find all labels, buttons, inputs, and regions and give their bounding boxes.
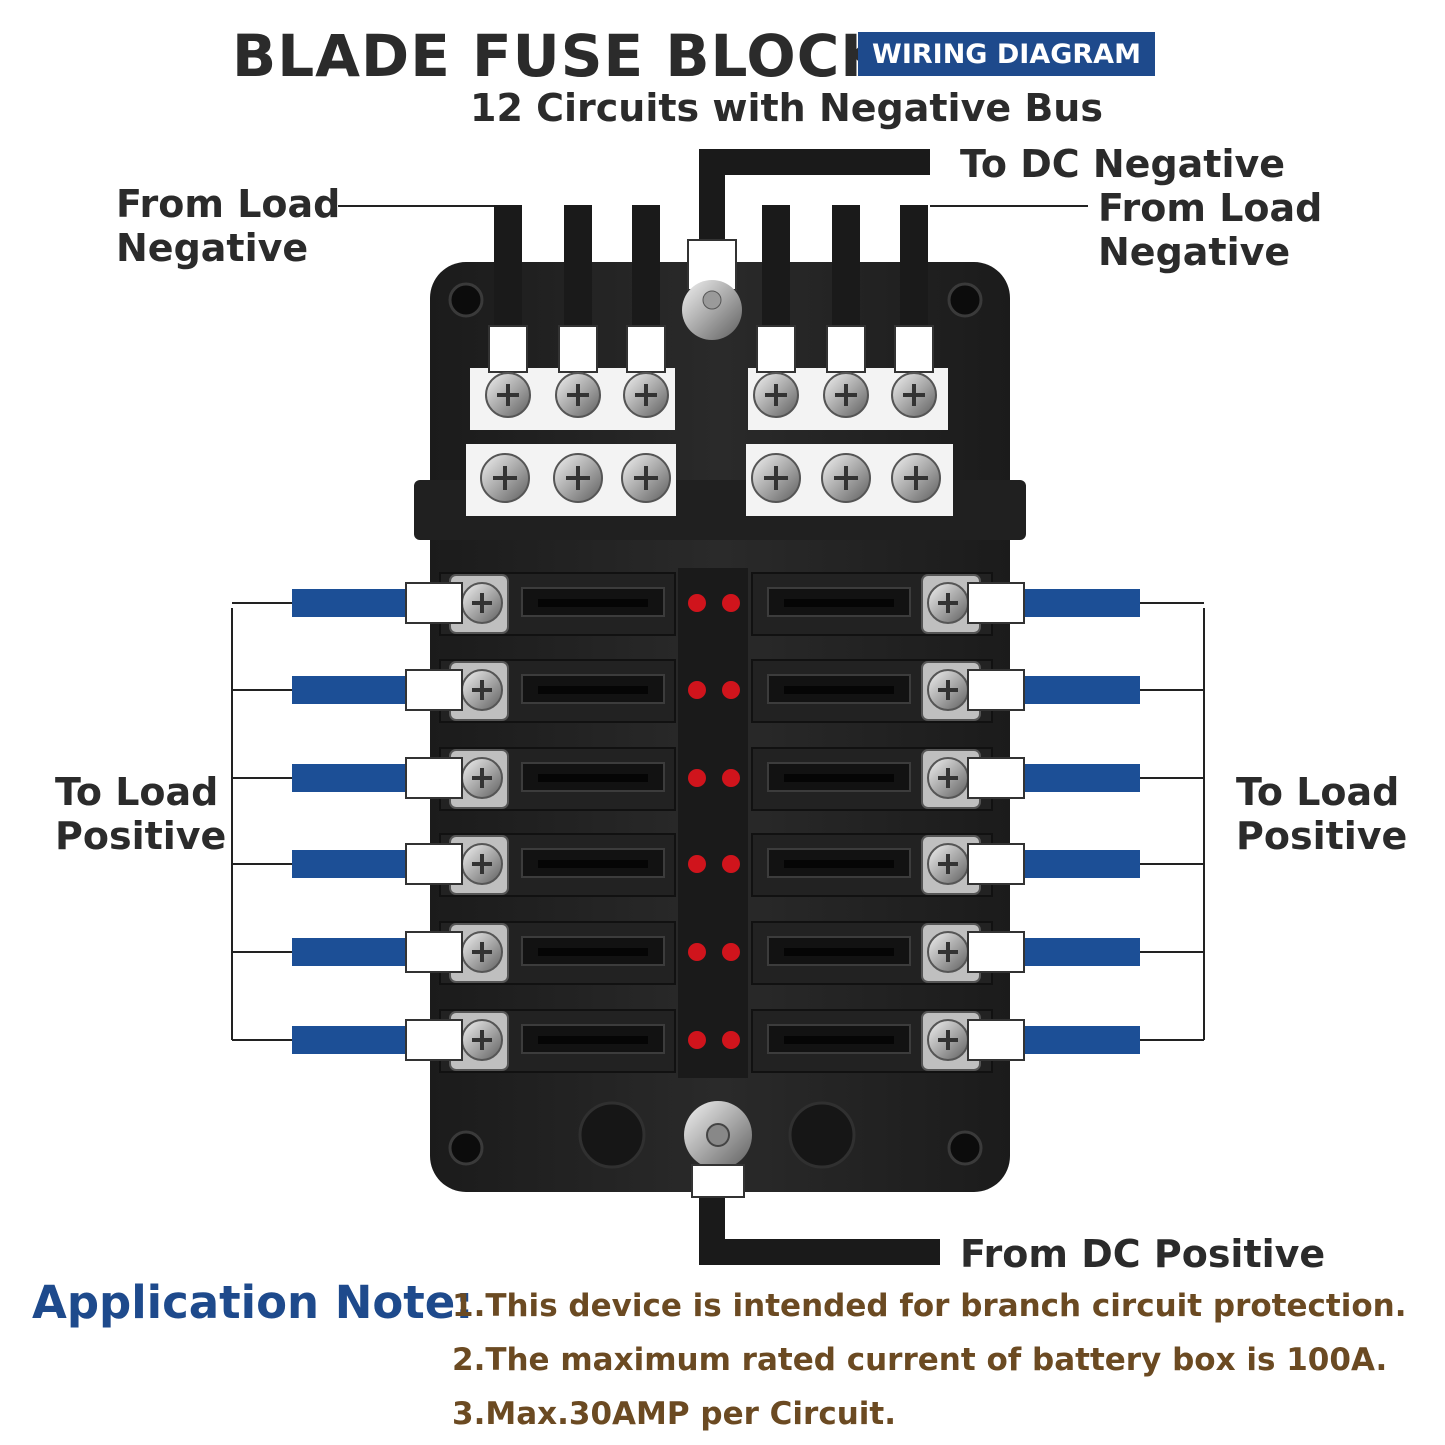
positive-wire [292, 589, 412, 617]
dc-positive-wire [699, 1190, 940, 1265]
positive-wire [1020, 676, 1140, 704]
positive-wire [1020, 764, 1140, 792]
fuse-slot-opening [784, 599, 894, 607]
fuse-slot-opening [538, 1036, 648, 1044]
indicator-led [722, 943, 740, 961]
negative-wire [564, 205, 592, 335]
wire-terminal [405, 669, 463, 711]
page-title: BLADE FUSE BLOCK [232, 22, 887, 90]
negative-stud [682, 280, 742, 340]
wire-terminal [967, 669, 1025, 711]
fuse-slot-opening [784, 860, 894, 868]
label-line: From Load [1098, 186, 1323, 230]
label-to-load-positive-left: To Load Positive [55, 770, 226, 858]
fuse-slot-opening [538, 774, 648, 782]
positive-wire [292, 1026, 412, 1054]
indicator-led [688, 594, 706, 612]
wire-terminal [967, 582, 1025, 624]
negative-wire [494, 205, 522, 335]
label-line: To Load [1236, 770, 1400, 814]
application-note-heading: Application Note: [32, 1276, 474, 1329]
fuse-slot-opening [784, 948, 894, 956]
positive-wire [292, 938, 412, 966]
positive-wire [292, 850, 412, 878]
indicator-led [688, 681, 706, 699]
wire-terminal [967, 757, 1025, 799]
fuse-slot-opening [784, 1036, 894, 1044]
wire-terminal [488, 325, 528, 373]
negative-wire [632, 205, 660, 335]
fuse-slot-opening [784, 774, 894, 782]
positive-wire [1020, 850, 1140, 878]
indicator-led [688, 769, 706, 787]
fuse-slot-opening [538, 948, 648, 956]
positive-wire [292, 676, 412, 704]
led-column [678, 568, 748, 1078]
indicator-led [722, 769, 740, 787]
wire-terminal [405, 1019, 463, 1061]
fuse-slot-opening [538, 686, 648, 694]
positive-wire [1020, 589, 1140, 617]
label-line: From Load [116, 182, 341, 226]
label-to-dc-negative: To DC Negative [960, 142, 1286, 186]
positive-wire [292, 764, 412, 792]
label-from-load-negative-right: From Load Negative [1098, 186, 1322, 274]
indicator-led [688, 943, 706, 961]
indicator-led [722, 681, 740, 699]
negative-wire [762, 205, 790, 335]
wiring-diagram-badge: WIRING DIAGRAM [858, 32, 1155, 76]
wire-terminal [405, 931, 463, 973]
label-to-load-positive-right: To Load Positive [1236, 770, 1407, 858]
screw-cover [788, 1101, 856, 1169]
label-from-load-negative-left: From Load Negative [116, 182, 340, 270]
label-line: Negative [1098, 230, 1291, 274]
wire-terminal [967, 843, 1025, 885]
positive-wire [1020, 1026, 1140, 1054]
label-line: To Load [55, 770, 219, 814]
negative-wire [832, 205, 860, 335]
screw-cover [578, 1101, 646, 1169]
application-note-item: 3.Max.30AMP per Circuit. [452, 1396, 897, 1432]
indicator-led [722, 594, 740, 612]
negative-wires [682, 149, 930, 340]
wire-terminal [967, 1019, 1025, 1061]
wire-terminal [626, 325, 666, 373]
application-note-item: 1.This device is intended for branch cir… [452, 1288, 1407, 1324]
wire-terminal [405, 582, 463, 624]
wire-terminal [756, 325, 796, 373]
negative-wire [900, 205, 928, 335]
wire-terminal [691, 1164, 745, 1198]
positive-wire [1020, 938, 1140, 966]
indicator-led [688, 1031, 706, 1049]
dc-negative-wire [699, 149, 930, 262]
fuse-slot-opening [784, 686, 894, 694]
label-line: Negative [116, 226, 309, 270]
application-note-item: 2.The maximum rated current of battery b… [452, 1342, 1388, 1378]
mounting-hole [448, 282, 983, 1166]
wire-terminal [894, 325, 934, 373]
fuse-slot-opening [538, 860, 648, 868]
fuse-slot-opening [538, 599, 648, 607]
label-line: Positive [55, 814, 227, 858]
page-subtitle: 12 Circuits with Negative Bus [470, 86, 1103, 130]
label-line: Positive [1236, 814, 1408, 858]
wire-terminal [405, 843, 463, 885]
wire-terminal [558, 325, 598, 373]
indicator-led [688, 855, 706, 873]
wire-terminal [826, 325, 866, 373]
wire-terminal [405, 757, 463, 799]
label-from-dc-positive: From DC Positive [960, 1232, 1326, 1276]
wire-terminal [967, 931, 1025, 973]
indicator-led [722, 855, 740, 873]
indicator-led [722, 1031, 740, 1049]
